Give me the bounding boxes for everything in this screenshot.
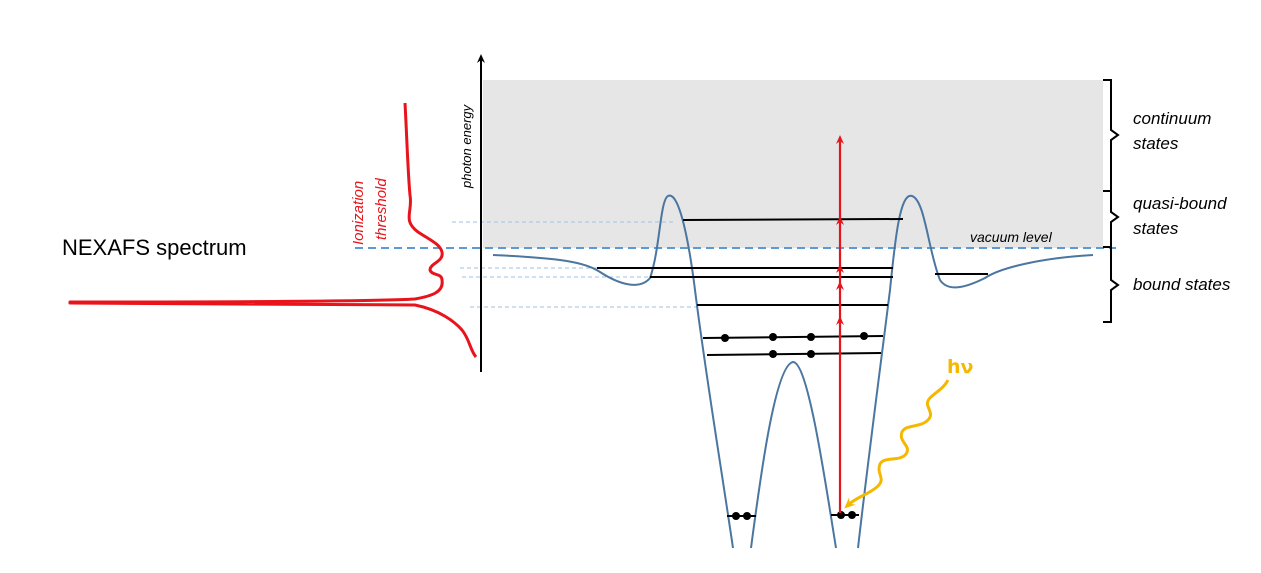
electron bbox=[860, 332, 868, 340]
photon-wave-arrow bbox=[844, 379, 950, 509]
electron bbox=[721, 334, 729, 342]
brace-quasi-bound bbox=[1103, 190, 1120, 248]
electron bbox=[848, 511, 856, 519]
potential-well bbox=[492, 194, 1094, 549]
axis-label: photon energy bbox=[459, 103, 474, 189]
level-bound-5 bbox=[706, 352, 882, 356]
quasi-bound-label-line2: states bbox=[1133, 219, 1179, 238]
brace-continuum bbox=[1103, 79, 1120, 192]
ionization-label-line2: threshold bbox=[373, 178, 390, 240]
energy-levels bbox=[597, 218, 988, 517]
brace-bound bbox=[1103, 246, 1120, 323]
quasi-bound-label-line1: quasi-bound bbox=[1133, 194, 1227, 213]
state-braces bbox=[1103, 79, 1120, 323]
photon-label: hν bbox=[947, 356, 974, 378]
potential-left-branch bbox=[492, 194, 734, 549]
bound-label: bound states bbox=[1133, 275, 1231, 294]
nexafs-spectrum-curve bbox=[68, 102, 478, 358]
ionization-label-line1: Ionization bbox=[350, 181, 367, 245]
continuum-label-line1: continuum bbox=[1133, 109, 1211, 128]
electron bbox=[732, 512, 740, 520]
electron bbox=[743, 512, 751, 520]
continuum-region bbox=[483, 80, 1103, 248]
potential-inner-barrier bbox=[750, 360, 837, 549]
electron bbox=[807, 333, 815, 341]
electron bbox=[807, 350, 815, 358]
level-quasi-bound bbox=[682, 218, 904, 221]
level-bound-4 bbox=[702, 335, 884, 339]
vacuum-level-label: vacuum level bbox=[970, 229, 1053, 245]
electrons bbox=[721, 332, 868, 520]
spectrum-title: NEXAFS spectrum bbox=[62, 235, 247, 260]
electron bbox=[769, 350, 777, 358]
continuum-label-line2: states bbox=[1133, 134, 1179, 153]
electron bbox=[769, 333, 777, 341]
potential-right-branch bbox=[857, 194, 1094, 549]
